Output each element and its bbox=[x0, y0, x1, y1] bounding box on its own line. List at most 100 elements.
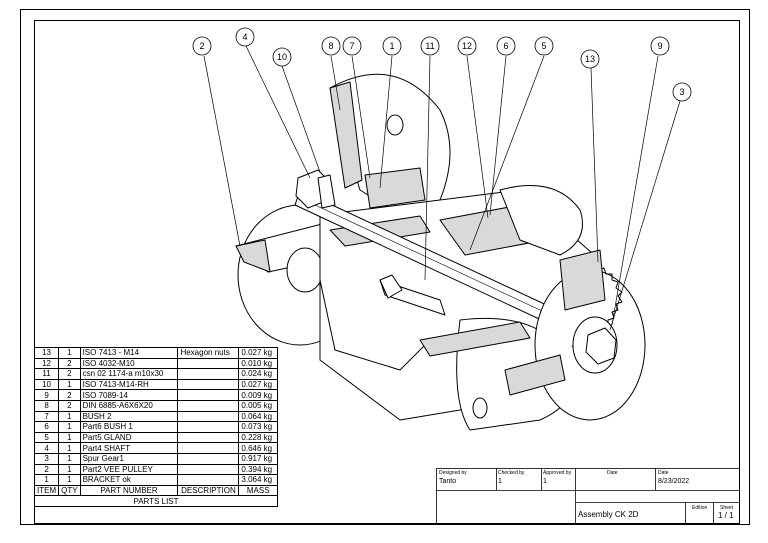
parts-list-cell-qty: 1 bbox=[58, 474, 81, 486]
parts-list-cell-part: BUSH 2 bbox=[79, 410, 179, 423]
date-value: 8/23/2022 bbox=[658, 478, 690, 485]
balloon-10 bbox=[272, 47, 292, 67]
parts-list-cell-item: 9 bbox=[33, 389, 60, 401]
washer-left bbox=[317, 174, 336, 209]
balloon-label-13: 13 bbox=[585, 54, 595, 64]
balloon-9 bbox=[650, 36, 670, 56]
parts-list-cell-desc bbox=[177, 399, 240, 412]
balloon-label-9: 9 bbox=[657, 41, 662, 51]
parts-list-cell-qty: 1 bbox=[58, 421, 81, 433]
designed-by-label: Designed by bbox=[439, 470, 467, 476]
nut-right bbox=[585, 327, 617, 365]
parts-list-cell-mass: 0.027 kg bbox=[238, 347, 278, 359]
balloon-label-1: 1 bbox=[389, 41, 394, 51]
parts-list-cell-part: ISO 7413 - M14 bbox=[79, 347, 179, 359]
parts-list-cell-item: 4 bbox=[33, 442, 60, 454]
parts-list-cell-item: 2 bbox=[33, 463, 60, 476]
parts-list-cell-qty: 1 bbox=[58, 431, 81, 444]
bracket-hole-top bbox=[386, 114, 404, 136]
parts-list-cell-qty: 1 bbox=[58, 463, 81, 476]
balloon-8 bbox=[321, 36, 341, 56]
parts-list-cell-mass: 0.027 kg bbox=[238, 378, 278, 391]
title-block bbox=[436, 468, 740, 524]
inner-border bbox=[34, 20, 740, 524]
parts-list-cell-desc bbox=[177, 463, 240, 476]
edition-label: Edition bbox=[692, 505, 708, 511]
parts-list-cell-desc bbox=[177, 410, 240, 423]
parts-list-header-cell: QTY bbox=[58, 484, 81, 497]
parts-list-cell-qty: 1 bbox=[58, 410, 81, 423]
date-label-2: Date bbox=[658, 470, 669, 476]
parts-list-cell-desc bbox=[177, 389, 240, 401]
parts-list-cell-desc bbox=[177, 421, 240, 433]
parts-list-title: PARTS LIST bbox=[34, 495, 278, 507]
balloon-7 bbox=[342, 36, 362, 56]
checked-by-label: Checked by bbox=[498, 470, 525, 476]
bracket-base bbox=[319, 279, 431, 371]
item-balloons bbox=[192, 27, 692, 102]
parts-list-cell-item: 7 bbox=[33, 410, 60, 423]
parts-list-cell-item: 12 bbox=[33, 357, 60, 370]
checked-by-value: 1 bbox=[498, 478, 502, 485]
parts-list-cell-item: 11 bbox=[33, 368, 60, 380]
parts-list-cell-desc bbox=[177, 357, 240, 370]
balloon-label-10: 10 bbox=[277, 52, 287, 62]
parts-list-cell-qty: 2 bbox=[58, 389, 81, 401]
parts-list-cell-qty: 1 bbox=[58, 452, 81, 465]
parts-list-cell-mass: 0.009 kg bbox=[238, 389, 278, 401]
parts-list-cell-mass: 0.024 kg bbox=[238, 368, 278, 380]
drawing-title: Assembly CK 2D bbox=[578, 510, 639, 519]
parts-list-cell-desc: Hexagon nuts bbox=[177, 347, 240, 359]
parts-list-header-cell: ITEM bbox=[33, 484, 60, 497]
parts-list-cell-part: Part5 GLAND bbox=[79, 431, 179, 444]
parts-list-cell-mass: 0.064 kg bbox=[238, 410, 278, 423]
parts-list-cell-qty: 2 bbox=[58, 399, 81, 412]
parts-list-cell-mass: 0.394 kg bbox=[238, 463, 278, 476]
bolt-head-middle bbox=[379, 274, 403, 299]
approved-by-label: Approved by bbox=[543, 470, 572, 476]
parts-list-cell-desc bbox=[177, 431, 240, 444]
balloon-label-3: 3 bbox=[679, 87, 684, 97]
balloon-label-7: 7 bbox=[349, 41, 354, 51]
parts-list-header-cell: DESCRIPTION bbox=[177, 484, 240, 497]
parts-list-cell-item: 13 bbox=[33, 347, 60, 359]
parts-list-cell-mass: 0.917 kg bbox=[238, 452, 278, 465]
gland-right-flange bbox=[499, 185, 583, 256]
balloon-2 bbox=[192, 36, 212, 56]
parts-list-cell-mass: 0.228 kg bbox=[238, 431, 278, 444]
balloon-13 bbox=[580, 49, 600, 69]
balloon-label-6: 6 bbox=[503, 41, 508, 51]
pulley-section bbox=[235, 239, 271, 273]
parts-list-cell-mass: 0.646 kg bbox=[238, 442, 278, 454]
parts-list-cell-item: 5 bbox=[33, 431, 60, 444]
balloon-11 bbox=[420, 36, 440, 56]
parts-list-cell-part: ISO 7089-14 bbox=[79, 389, 179, 401]
balloon-label-11: 11 bbox=[425, 41, 434, 51]
sheet-label: Sheet bbox=[720, 505, 734, 511]
parts-list-cell-part: DIN 6885-A6X6X20 bbox=[79, 399, 179, 412]
bracket-section-mid bbox=[419, 321, 531, 357]
designed-by-value: Tanto bbox=[439, 478, 457, 485]
parts-list-cell-part: Part4 SHAFT bbox=[79, 442, 179, 454]
parts-list-cell-mass: 0.010 kg bbox=[238, 357, 278, 370]
parts-list-cell-desc bbox=[177, 368, 240, 380]
balloon-5 bbox=[534, 36, 554, 56]
parts-list-cell-part: BRACKET ok bbox=[79, 474, 179, 486]
parts-list-cell-part: ISO 4032-M10 bbox=[79, 357, 179, 370]
parts-list-cell-item: 6 bbox=[33, 421, 60, 433]
bracket-flange-section bbox=[329, 81, 363, 189]
parts-list-cell-desc bbox=[177, 442, 240, 454]
balloon-4 bbox=[235, 27, 255, 47]
